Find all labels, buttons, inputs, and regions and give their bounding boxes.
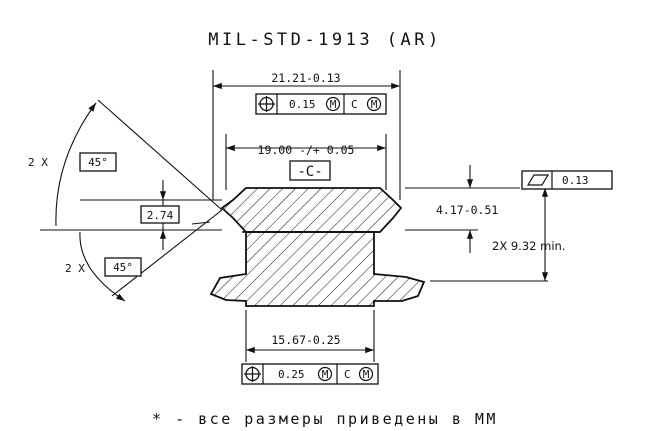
angle-lower: 2 X 45° xyxy=(65,257,142,277)
tolerance-frame-top: 0.15 M C M xyxy=(255,93,387,115)
rail-cross-section xyxy=(209,187,426,307)
dim-min-height: 2X 9.32 min. xyxy=(492,239,565,253)
angle-upper-prefix: 2 X xyxy=(28,156,48,169)
rail-top-section xyxy=(220,187,403,233)
frame-top-datum-modifier: M xyxy=(371,98,378,111)
angle-lower-prefix: 2 X xyxy=(65,262,85,275)
angle-indicators xyxy=(55,99,223,302)
angle-lower-value: 45° xyxy=(113,261,133,274)
flatness-value: 0.13 xyxy=(562,174,589,187)
chamfer-value: 2.74 xyxy=(147,209,174,222)
units-footnote: * - все размеры приведены в ММ xyxy=(152,410,498,428)
mmc-icon xyxy=(358,366,374,382)
dim-height: 4.17-0.51 xyxy=(436,203,498,217)
dim-inner-width: 19.00 -/+ 0.05 xyxy=(258,143,355,157)
frame-top-value: 0.15 xyxy=(289,98,316,111)
dim-bottom-width: 15.67-0.25 xyxy=(271,333,340,347)
datum-label: -C- xyxy=(297,164,322,180)
chamfer-dimension: 2.74 xyxy=(140,205,180,224)
rail-body-section xyxy=(209,231,426,307)
datum-c-box: -C- xyxy=(289,160,331,181)
mmc-icon xyxy=(325,96,341,112)
dim-top-width: 21.21-0.13 xyxy=(271,71,340,85)
drawing-title: MIL-STD-1913 (AR) xyxy=(208,30,442,50)
angle-upper-value: 45° xyxy=(88,156,108,169)
frame-bottom-modifier: M xyxy=(322,368,329,381)
mmc-icon xyxy=(317,366,333,382)
frame-top-modifier: M xyxy=(330,98,337,111)
horizontal-extension-lines xyxy=(40,187,548,282)
tolerance-frame-bottom: 0.25 M C M xyxy=(241,363,379,385)
flatness-symbol-icon xyxy=(526,174,550,186)
extension-lines xyxy=(212,70,401,362)
frame-bottom-value: 0.25 xyxy=(278,368,305,381)
frame-top-datum: C xyxy=(351,98,358,111)
frame-bottom-datum-modifier: M xyxy=(363,368,370,381)
frame-bottom-datum: C xyxy=(344,368,351,381)
angle-upper: 2 X 45° xyxy=(28,152,117,172)
mmc-icon xyxy=(366,96,382,112)
tolerance-frame-flatness: 0.13 xyxy=(521,170,613,190)
